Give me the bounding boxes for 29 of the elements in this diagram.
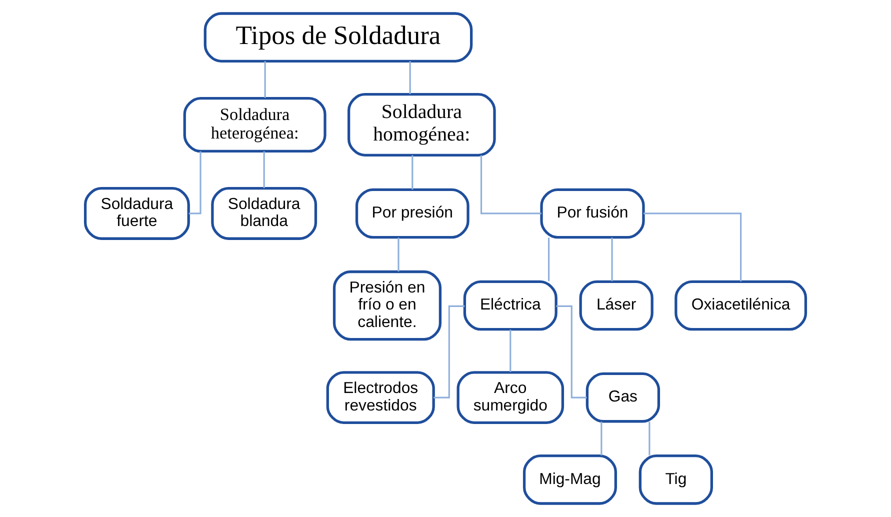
connector: [398, 238, 400, 272]
node-box: Por fusión: [540, 188, 645, 239]
node-box: Electrodos revestidos: [326, 371, 435, 424]
node-box: Gas: [586, 372, 660, 423]
connector: [644, 212, 742, 282]
connector: [600, 422, 602, 456]
node-box: Soldadura homogénea:: [348, 92, 496, 157]
node-box: Mig-Mag: [522, 454, 617, 505]
connector: [409, 61, 411, 94]
connector: [264, 61, 266, 98]
node-box: Láser: [579, 280, 654, 331]
node-box: Soldadura fuerte: [84, 187, 190, 240]
connector: [548, 238, 550, 282]
connector: [412, 155, 414, 190]
node-box: Presión en frío o en caliente.: [332, 270, 442, 341]
node-box: Tipos de Soldadura: [204, 12, 473, 63]
node-box: Oxiacetilénica: [674, 280, 808, 331]
node-box: Soldadura blanda: [211, 187, 318, 240]
connector: [188, 151, 202, 214]
node-box: Soldadura heterogénea:: [183, 96, 326, 153]
connector: [611, 238, 613, 282]
connector: [263, 151, 265, 188]
node-box: Eléctrica: [463, 280, 558, 331]
node-box: Por presión: [355, 188, 470, 239]
connector: [510, 330, 512, 372]
node-box: Arco sumergido: [456, 371, 564, 424]
connector: [648, 422, 650, 456]
connector: [480, 155, 542, 214]
node-box: Tig: [638, 454, 713, 505]
